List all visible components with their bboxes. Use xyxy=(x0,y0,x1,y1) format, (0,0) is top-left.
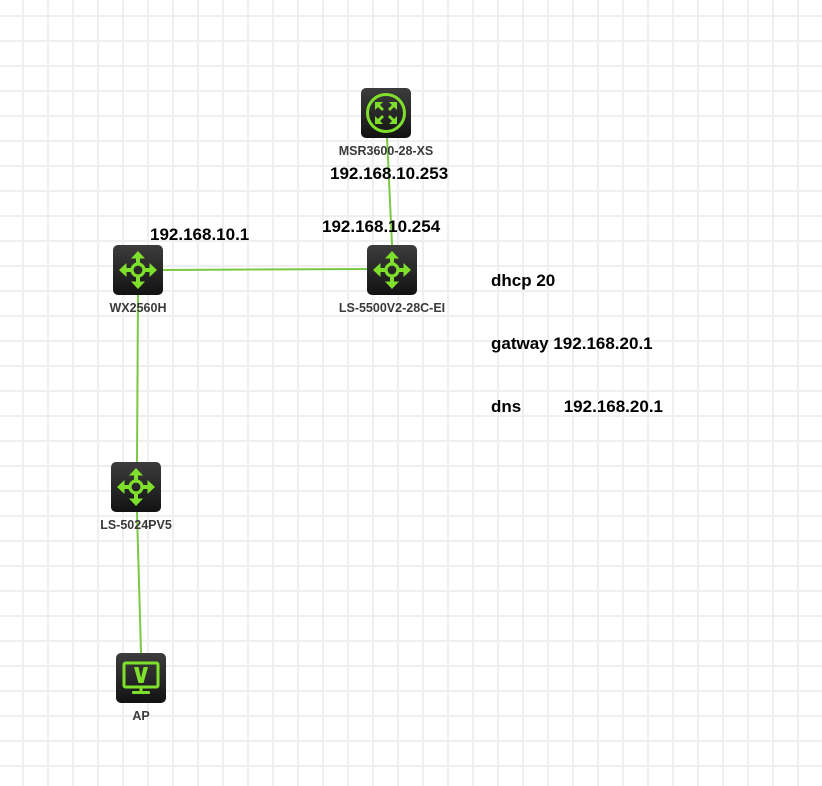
device-core-switch[interactable]: LS-5500V2-28C-EI xyxy=(339,245,445,315)
device-label-access-switch: LS-5024PV5 xyxy=(100,518,172,532)
device-access-switch[interactable]: LS-5024PV5 xyxy=(100,462,172,532)
device-access-point[interactable]: AP xyxy=(116,653,166,723)
core-switch-ip-annotation: 192.168.10.254 xyxy=(322,217,441,236)
link-controller-access-switch[interactable] xyxy=(136,294,139,463)
switch-icon xyxy=(111,462,161,512)
device-label-router: MSR3600-28-XS xyxy=(338,144,434,158)
device-label-access-point: AP xyxy=(132,709,150,723)
dhcp-pool-line: dhcp 20 xyxy=(491,271,556,290)
monitor-v-icon xyxy=(116,653,166,703)
gateway-line: gatway 192.168.20.1 xyxy=(491,334,653,353)
controller-ip-annotation: 192.168.10.1 xyxy=(150,225,250,244)
link-controller-core-switch[interactable] xyxy=(162,268,368,271)
dns-line: dns 192.168.20.1 xyxy=(491,397,663,416)
link-access-switch-ap[interactable] xyxy=(136,511,142,654)
device-wireless-controller[interactable]: WX2560H xyxy=(110,245,166,315)
device-label-wireless-controller: WX2560H xyxy=(109,301,167,315)
device-router[interactable]: MSR3600-28-XS xyxy=(339,88,433,158)
router-ip-annotation: 192.168.10.253 xyxy=(330,164,449,183)
dhcp-note: dhcp 20 gatway 192.168.20.1 dns 192.168.… xyxy=(491,228,663,438)
switch-icon xyxy=(113,245,163,295)
router-icon xyxy=(361,88,411,138)
device-label-core-switch: LS-5500V2-28C-EI xyxy=(338,301,446,315)
link-router-core-switch[interactable] xyxy=(386,136,393,246)
switch-icon xyxy=(367,245,417,295)
